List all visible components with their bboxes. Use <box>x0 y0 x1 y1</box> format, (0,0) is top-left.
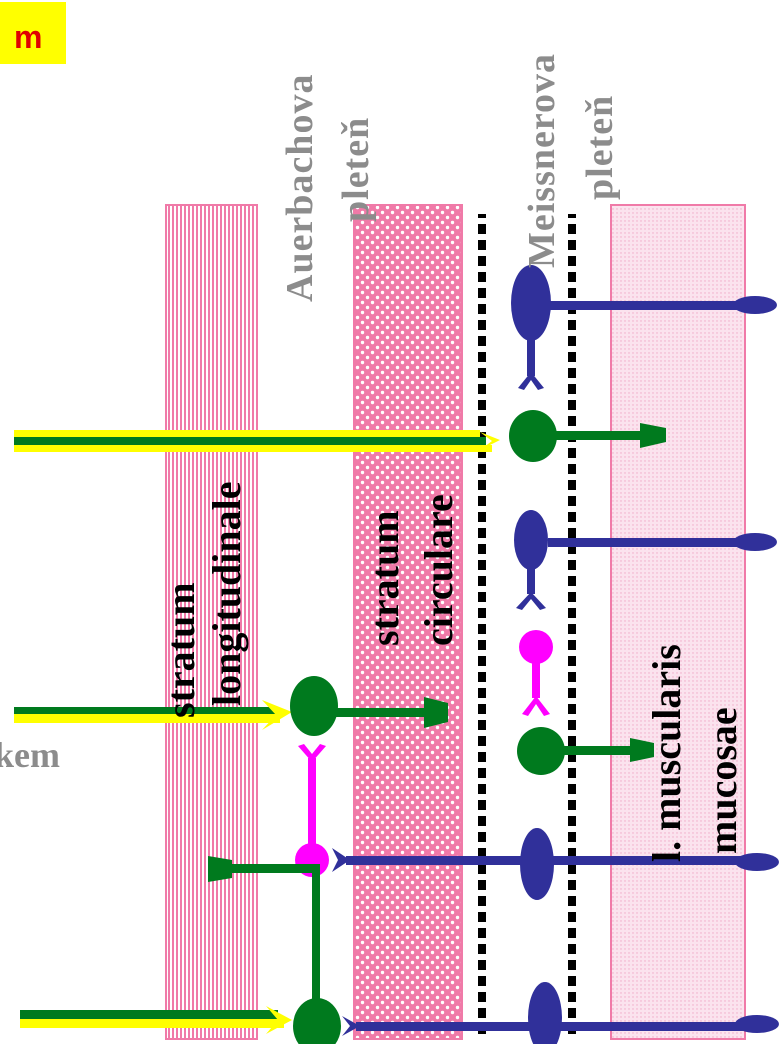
green-neuron-soma <box>290 676 338 736</box>
navy-axon-terminal <box>733 533 777 551</box>
afferent-yellow-fiber <box>14 714 280 723</box>
green-fiber <box>14 437 486 445</box>
stratum-circulare-layer <box>353 204 463 1040</box>
green-neuron-soma <box>293 998 341 1049</box>
top-left-tag-text: m <box>14 19 42 55</box>
navy-neuron-soma <box>520 828 554 900</box>
auerbach-boundary-dashed <box>478 214 486 1040</box>
green-neuron-soma <box>509 410 557 462</box>
green-axon-terminal <box>640 423 666 448</box>
meissner-label-line2: pleteň <box>579 95 621 200</box>
navy-axon-terminal <box>735 1015 779 1033</box>
synapse-terminal <box>266 1006 292 1034</box>
navy-dendrite-fork <box>332 848 350 872</box>
circulare-label-line1: stratum <box>362 510 407 646</box>
navy-dendrite-fork <box>342 1016 360 1036</box>
longitudinale-label-line2: longitudinale <box>204 481 249 706</box>
navy-axon <box>548 538 748 547</box>
magenta-dendrite-fork <box>522 696 550 716</box>
meissner-label-line1: Meissnerova <box>521 53 563 268</box>
green-fiber <box>20 1010 278 1019</box>
circulare-label-line2: circulare <box>416 494 461 646</box>
navy-dendrite-fork <box>516 592 546 610</box>
navy-axon <box>548 301 748 310</box>
afferent-yellow-fiber <box>14 430 480 437</box>
synapse-terminal <box>480 432 500 450</box>
auerbach-label-line1: Auerbachova <box>279 74 321 302</box>
circuit-top <box>14 410 666 462</box>
navy-neuron-soma <box>528 982 562 1049</box>
meissner-boundary-dashed <box>568 214 576 1040</box>
green-axon <box>563 746 643 755</box>
afferent-yellow-fiber-2 <box>14 445 492 452</box>
circuit-bottom <box>20 856 779 1049</box>
stratum-longitudinale-layer <box>165 204 258 1040</box>
navy-dendrite-fork <box>518 372 544 390</box>
green-axon <box>336 708 432 717</box>
top-left-tag: m <box>0 2 66 64</box>
partial-left-label: kem <box>0 735 60 775</box>
muscularis-mucosae-layer <box>610 204 746 1040</box>
navy-axon-terminal <box>735 853 779 871</box>
mucosae-label-line1: l. muscularis <box>644 644 689 862</box>
mucosae-label-line2: mucosae <box>700 707 745 854</box>
navy-axon-terminal <box>733 296 777 314</box>
circuit-middle <box>14 676 779 900</box>
longitudinale-label-line1: stratum <box>158 582 203 718</box>
navy-neuron-soma <box>514 510 548 570</box>
green-axon-terminal <box>424 697 448 728</box>
navy-neuron-top <box>511 265 777 390</box>
green-axon-terminal <box>630 738 654 762</box>
green-axon <box>555 431 648 440</box>
navy-neuron-middle <box>514 510 777 610</box>
green-fiber <box>14 707 276 714</box>
magenta-axon <box>308 758 316 850</box>
green-neuron-soma <box>517 727 565 775</box>
green-neuron-lower <box>517 727 654 775</box>
afferent-yellow-fiber <box>20 1019 284 1028</box>
green-collateral <box>312 868 320 1002</box>
synapse-terminal <box>262 700 292 730</box>
navy-neuron-soma <box>511 265 551 341</box>
green-axon-terminal <box>208 856 232 882</box>
auerbach-label-line2: pleteň <box>335 117 377 222</box>
magenta-interneuron-middle <box>519 630 553 716</box>
magenta-dendrite-fork <box>298 744 326 762</box>
magenta-soma <box>519 630 553 664</box>
